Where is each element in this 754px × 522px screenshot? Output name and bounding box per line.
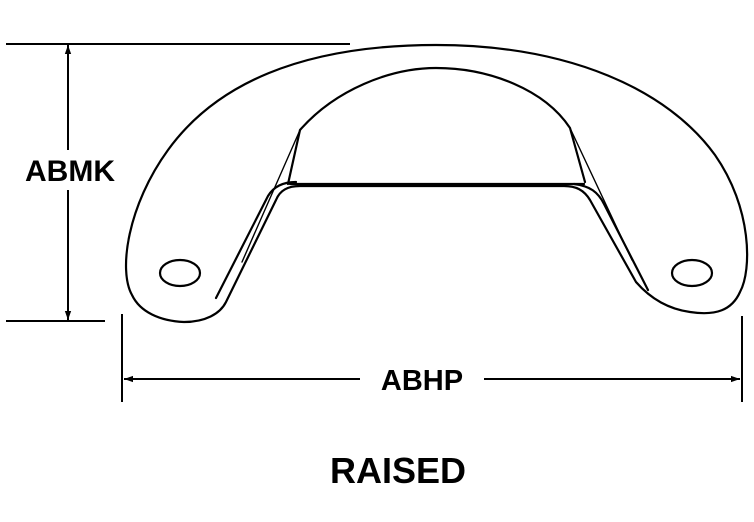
mounting-hole-left bbox=[158, 258, 202, 288]
height-label: ABMK bbox=[25, 155, 115, 188]
handle-part bbox=[124, 43, 749, 324]
thickness-line-left bbox=[214, 180, 298, 300]
thickness-line-right bbox=[572, 182, 650, 292]
arch-shade-right bbox=[569, 127, 633, 261]
mounting-hole-right bbox=[670, 258, 714, 288]
width-label: ABHP bbox=[381, 365, 463, 397]
diagram-caption: RAISED bbox=[330, 450, 466, 491]
height-dimension bbox=[6, 43, 350, 322]
handle-inner-arch bbox=[286, 66, 587, 186]
arch-shade-left bbox=[241, 129, 301, 263]
handle-outer-outline bbox=[124, 43, 749, 324]
width-dimension bbox=[121, 314, 743, 402]
